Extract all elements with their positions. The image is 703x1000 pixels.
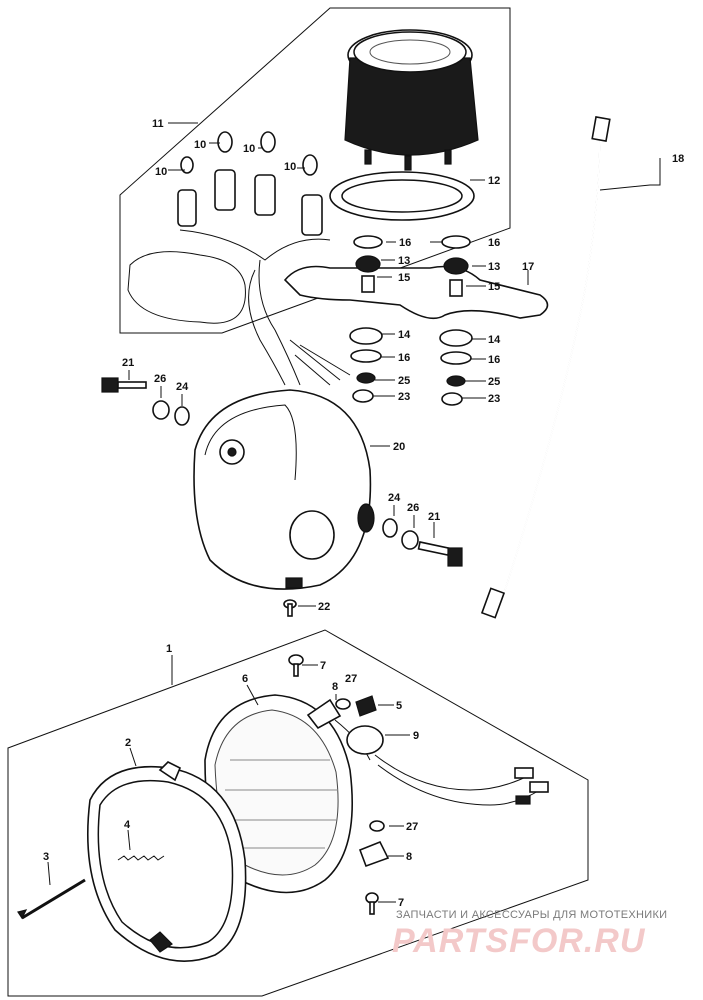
adjusting-spring — [117, 855, 165, 861]
label-5: 5 — [396, 700, 402, 712]
label-14-a: 14 — [398, 329, 411, 341]
label-7-a: 7 — [320, 660, 326, 672]
label-22: 22 — [318, 601, 330, 613]
label-10-c: 10 — [155, 166, 167, 178]
label-15-b: 15 — [488, 281, 500, 293]
upper-clip-hardware — [288, 654, 377, 730]
label-18: 18 — [672, 153, 684, 165]
label-11: 11 — [152, 118, 164, 130]
label-26-a: 26 — [154, 373, 166, 385]
label-27-a: 27 — [345, 673, 357, 685]
label-23-a: 23 — [398, 391, 410, 403]
watermark: ЗАПЧАСТИ И АКСЕССУАРЫ ДЛЯ МОТОТЕХНИКИ PA… — [392, 909, 667, 960]
speedometer-ring — [329, 171, 475, 221]
watermark-subtitle: ЗАПЧАСТИ И АКСЕССУАРЫ ДЛЯ МОТОТЕХНИКИ — [396, 909, 667, 921]
headlight-socket — [346, 725, 549, 806]
label-10-d: 10 — [284, 161, 296, 173]
speedometer-cable — [480, 116, 611, 619]
headlight-rim — [87, 761, 247, 962]
label-10-b: 10 — [243, 143, 255, 155]
watermark-brand: PARTSFOR.RU — [392, 922, 646, 960]
label-24-b: 24 — [388, 492, 401, 504]
label-17: 17 — [522, 261, 534, 273]
bulb-socket-harness — [127, 131, 351, 386]
label-15-a: 15 — [398, 272, 410, 284]
label-12: 12 — [488, 175, 500, 187]
lower-group-boundary — [7, 629, 589, 997]
headlight-case — [193, 389, 375, 590]
adjusting-screw — [17, 878, 86, 920]
label-21-b: 21 — [428, 511, 440, 523]
lower-clip-hardware — [358, 820, 390, 915]
label-27-b: 27 — [406, 821, 418, 833]
label-16-b: 16 — [488, 237, 500, 249]
label-8-b: 8 — [406, 851, 412, 863]
label-23-b: 23 — [488, 393, 500, 405]
left-mount-bolt — [101, 377, 190, 426]
label-25-a: 25 — [398, 375, 410, 387]
label-25-b: 25 — [488, 376, 500, 388]
label-16-d: 16 — [488, 354, 500, 366]
speedometer-housing — [344, 29, 479, 171]
label-20: 20 — [393, 441, 405, 453]
label-26-b: 26 — [407, 502, 419, 514]
right-mount-bolt — [382, 518, 463, 567]
label-16-a: 16 — [399, 237, 411, 249]
label-8-a: 8 — [332, 681, 338, 693]
left-hardware-stack — [349, 235, 383, 403]
label-9: 9 — [413, 730, 419, 742]
label-14-b: 14 — [488, 334, 501, 346]
label-4: 4 — [124, 819, 131, 831]
upper-group-boundary — [119, 7, 511, 334]
label-13-a: 13 — [398, 255, 410, 267]
label-3: 3 — [43, 851, 49, 863]
case-screw-22 — [283, 599, 297, 617]
instrument-bracket — [283, 265, 549, 320]
leader-lines — [47, 122, 661, 903]
right-hardware-stack — [439, 235, 473, 406]
label-7-b: 7 — [398, 897, 404, 909]
label-1: 1 — [166, 643, 172, 655]
label-16-c: 16 — [398, 352, 410, 364]
label-24-a: 24 — [176, 381, 189, 393]
label-21-a: 21 — [122, 357, 134, 369]
label-13-b: 13 — [488, 261, 500, 273]
label-6: 6 — [242, 673, 248, 685]
part-labels: 11 10 10 10 10 12 16 16 13 13 15 15 17 1… — [43, 118, 684, 909]
label-10-a: 10 — [194, 139, 206, 151]
label-2: 2 — [125, 737, 131, 749]
